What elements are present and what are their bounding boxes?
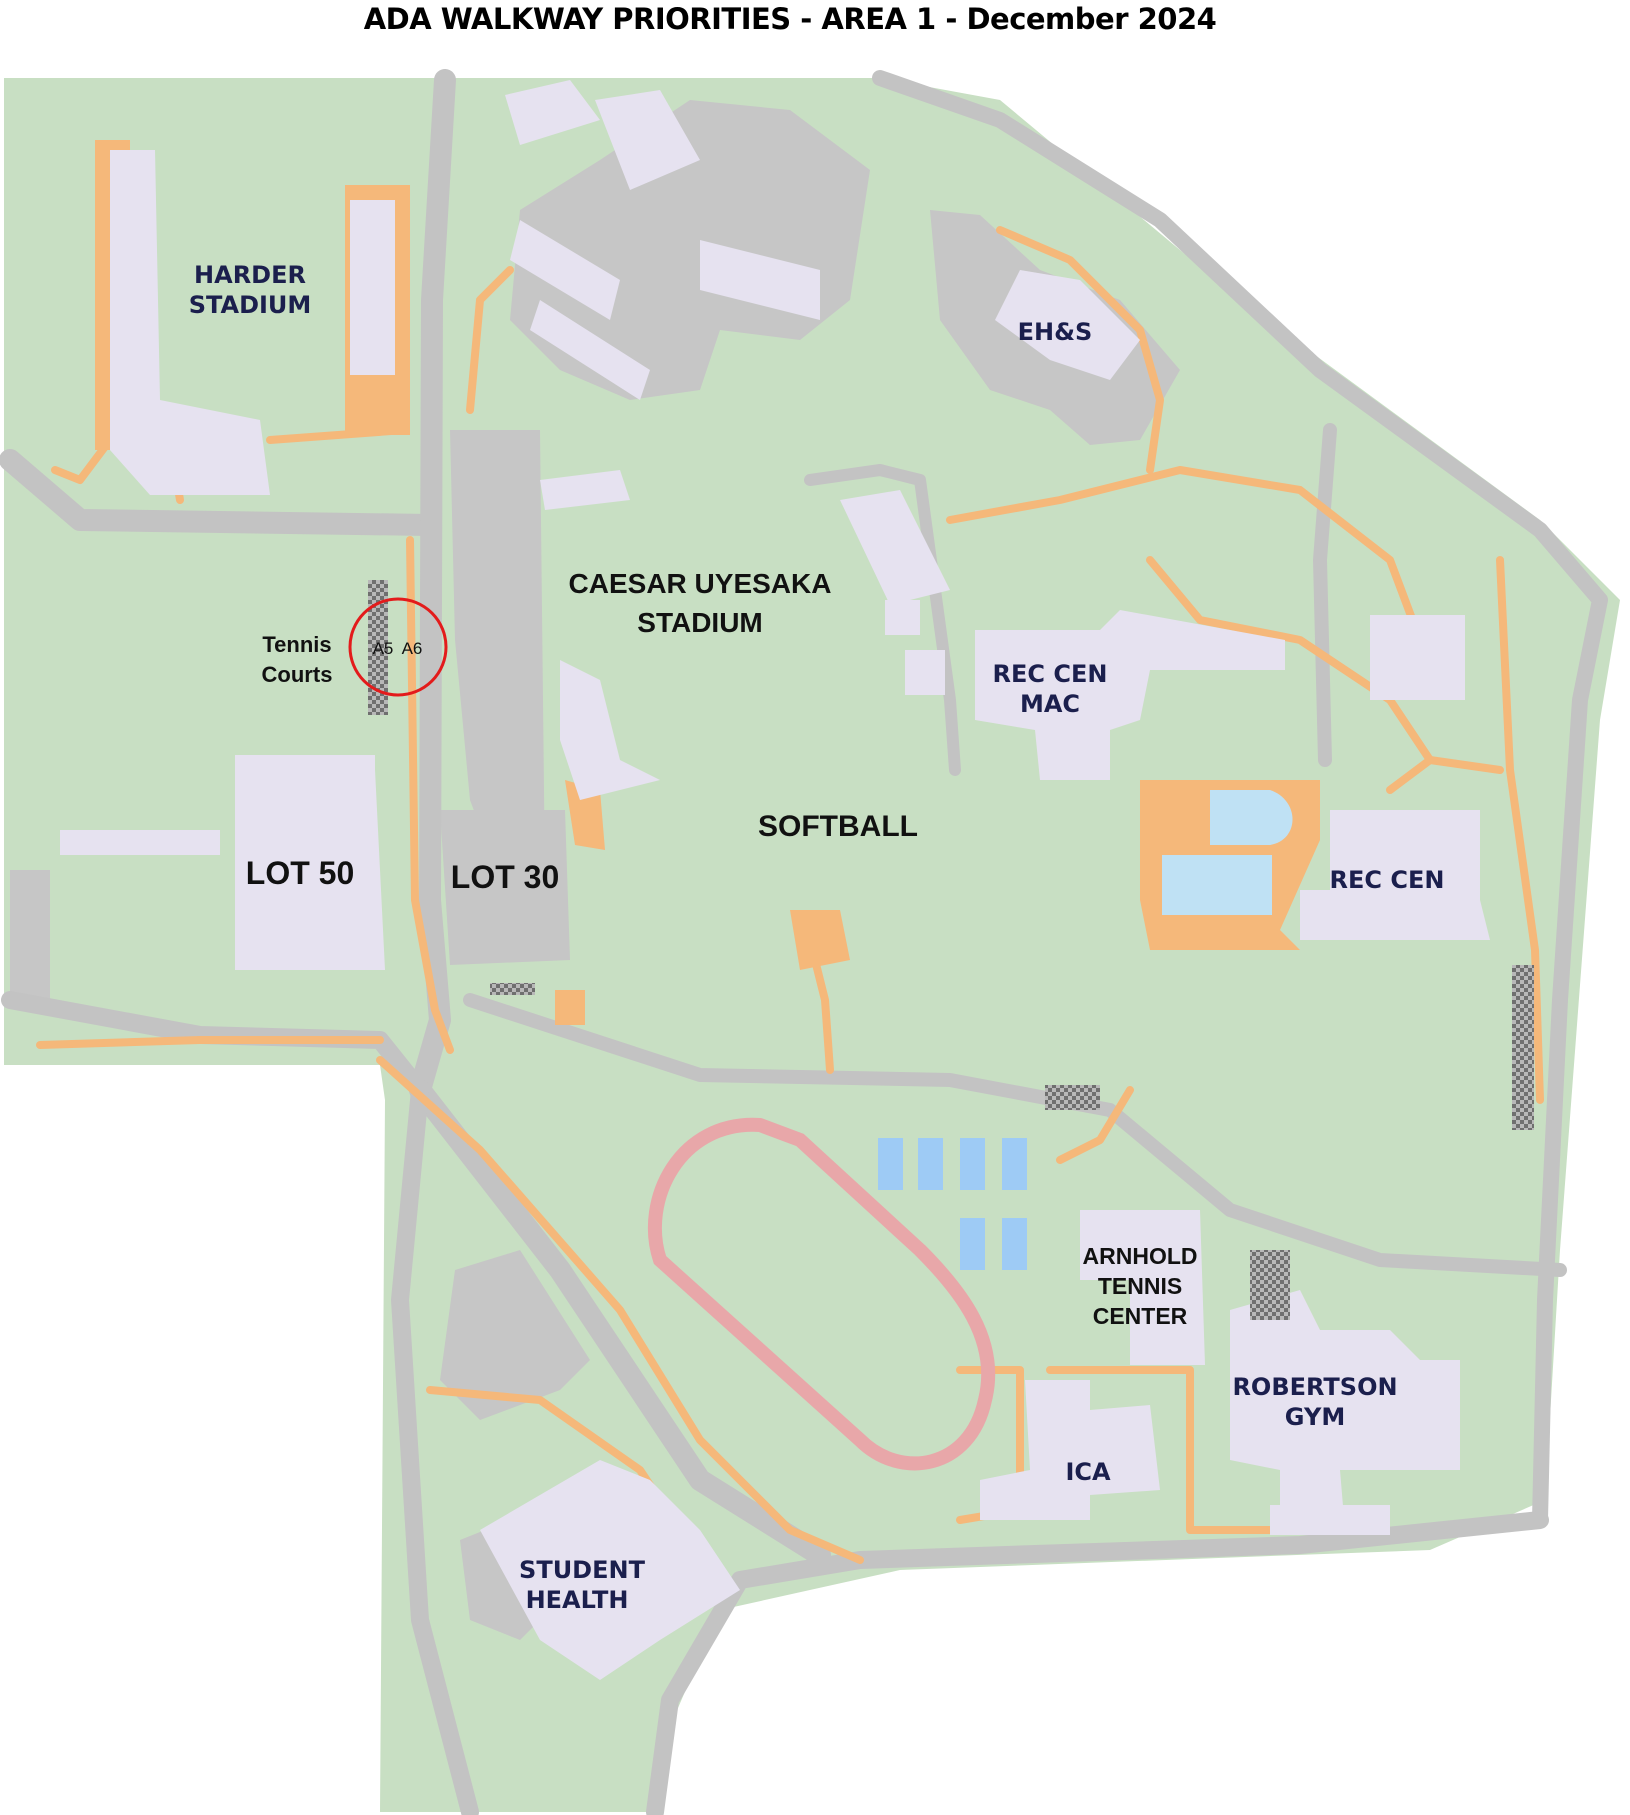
lot-north-complex bbox=[510, 100, 870, 400]
label-student-health-2: HEALTH bbox=[526, 1586, 629, 1614]
road-south bbox=[646, 1511, 1549, 1815]
label-eh-s: EH&S bbox=[1018, 318, 1093, 346]
label-lot-50: LOT 50 bbox=[246, 855, 354, 891]
label-arnhold-3: CENTER bbox=[1093, 1303, 1188, 1329]
road-diagonal-south bbox=[409, 1079, 831, 1566]
label-lot-30: LOT 30 bbox=[451, 859, 559, 895]
building-north-white-4 bbox=[700, 240, 820, 320]
plaza-softball bbox=[790, 910, 850, 970]
hatch-robertson bbox=[1250, 1250, 1290, 1320]
label-robertson-gym-1: ROBERTSON bbox=[1232, 1373, 1397, 1401]
label-arnhold-1: ARNHOLD bbox=[1083, 1243, 1198, 1269]
walkway-tennis-ctr bbox=[1056, 1086, 1134, 1164]
road-north-ring bbox=[872, 70, 1608, 1528]
priority-item-a5: A5 bbox=[373, 639, 394, 658]
road-southwest bbox=[1, 991, 479, 1815]
building-caesar-west-stands bbox=[560, 660, 660, 800]
building-recfield-small-2 bbox=[905, 650, 945, 695]
road-center-curve bbox=[463, 993, 1567, 1277]
court-3 bbox=[960, 1138, 985, 1190]
walkway-west-road bbox=[406, 536, 454, 1054]
building-eh-s bbox=[995, 270, 1140, 380]
label-softball: SOFTBALL bbox=[758, 810, 918, 843]
map-title: ADA WALKWAY PRIORITIES - AREA 1 - Decemb… bbox=[363, 2, 1217, 36]
building-lot50-top bbox=[235, 755, 375, 775]
building-robertson bbox=[1230, 1290, 1460, 1530]
road-west-vertical bbox=[409, 69, 456, 1101]
walkway-north-lot bbox=[466, 266, 514, 414]
walkway-sw-loop bbox=[36, 1036, 384, 1049]
court-4 bbox=[1002, 1138, 1027, 1190]
building-harder-east bbox=[350, 200, 395, 375]
building-ica bbox=[980, 1380, 1160, 1520]
hatch-tennis-courts bbox=[368, 580, 388, 715]
plaza-lot30-east bbox=[565, 780, 605, 850]
building-lot50 bbox=[235, 770, 385, 970]
building-north-white-3 bbox=[510, 220, 620, 320]
label-caesar-uyesaka-1: CAESAR UYESAKA bbox=[569, 568, 832, 599]
track-oval bbox=[647, 1117, 996, 1471]
hatch-reccen-east bbox=[1512, 965, 1534, 1130]
label-tennis-courts-2: Courts bbox=[262, 662, 333, 687]
building-rec-cen bbox=[1300, 810, 1490, 940]
label-harder-stadium-2: STADIUM bbox=[189, 291, 312, 319]
rec-cen-pool bbox=[1210, 790, 1293, 845]
building-harder-west bbox=[110, 150, 270, 495]
hatch-lot30 bbox=[490, 983, 535, 995]
rec-cen-pool-2 bbox=[1162, 855, 1272, 915]
label-ica: ICA bbox=[1065, 1458, 1111, 1486]
walkway-reccen-east bbox=[1496, 556, 1544, 1104]
court-5 bbox=[960, 1218, 985, 1270]
building-caesar-stand bbox=[540, 470, 630, 510]
lot-30 bbox=[440, 810, 570, 965]
label-caesar-uyesaka-2: STADIUM bbox=[637, 607, 762, 638]
hatch-center bbox=[1045, 1085, 1100, 1110]
label-student-health-1: STUDENT bbox=[519, 1556, 646, 1584]
walkway-recmac-inner bbox=[1146, 556, 1434, 764]
priority-item-a6: A6 bbox=[402, 639, 423, 658]
building-rec-cen-mac-east bbox=[1370, 615, 1465, 700]
road-recfield-loop bbox=[804, 464, 961, 776]
plaza-lot30-south bbox=[555, 990, 585, 1025]
building-north-white-2 bbox=[595, 90, 700, 190]
roads bbox=[0, 69, 1608, 1815]
buildings bbox=[60, 80, 1490, 1680]
label-robertson-gym-2: GYM bbox=[1285, 1403, 1345, 1431]
label-arnhold-2: TENNIS bbox=[1098, 1273, 1182, 1299]
building-robertson-south bbox=[1270, 1505, 1390, 1535]
road-north-west bbox=[0, 449, 441, 536]
walkway-eh-s bbox=[996, 226, 1164, 474]
label-rec-cen: REC CEN bbox=[1330, 866, 1445, 894]
court-2 bbox=[918, 1138, 943, 1190]
priority-marker-a5-a6[interactable]: A5 A6 bbox=[348, 597, 448, 697]
map-labels: HARDER STADIUM EH&S CAESAR UYESAKA STADI… bbox=[189, 261, 1445, 1614]
building-student-health bbox=[480, 1460, 740, 1680]
lot-sw-strip bbox=[10, 870, 50, 1000]
building-arnhold bbox=[1080, 1210, 1205, 1365]
building-sw-blocks bbox=[60, 830, 220, 855]
walkway-south-main bbox=[376, 1056, 864, 1564]
court-1 bbox=[878, 1138, 903, 1190]
building-north-white-5 bbox=[530, 300, 650, 400]
building-rec-cen-mac bbox=[975, 610, 1285, 780]
building-recfield bbox=[840, 490, 950, 605]
walkway-reccen-ring bbox=[1386, 756, 1504, 794]
label-rec-cen-mac-2: MAC bbox=[1020, 690, 1080, 718]
label-tennis-courts-1: Tennis bbox=[262, 632, 331, 657]
label-harder-stadium-1: HARDER bbox=[194, 261, 306, 289]
lot-30-strip bbox=[450, 430, 545, 880]
court-6 bbox=[1002, 1218, 1027, 1270]
field-features bbox=[368, 580, 1534, 1471]
building-north-white bbox=[505, 80, 600, 145]
building-recfield-small bbox=[885, 600, 920, 635]
road-mid-vertical bbox=[1313, 423, 1337, 767]
label-rec-cen-mac-1: REC CEN bbox=[993, 660, 1108, 688]
priority-circle[interactable] bbox=[348, 597, 448, 697]
lot-student-health bbox=[440, 1250, 590, 1420]
walkway-recmac-loop bbox=[946, 466, 1424, 644]
